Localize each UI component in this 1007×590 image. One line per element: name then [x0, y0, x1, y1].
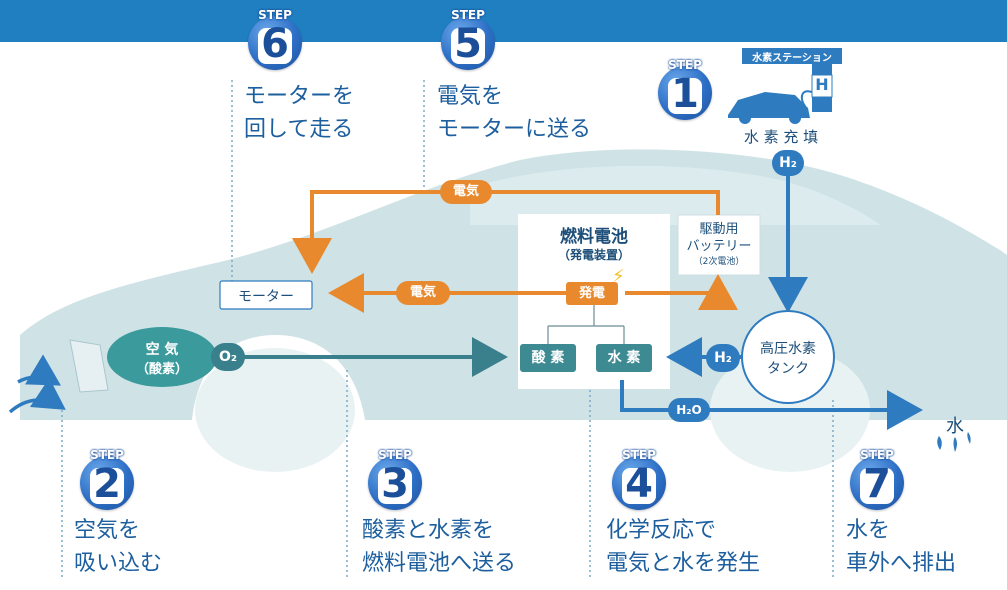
electricity-loop-arrow: [292, 190, 720, 274]
fuel-cell-title: 燃料電池: [560, 227, 628, 247]
step-number: 6: [261, 21, 289, 67]
air-label-1: 空 気: [145, 342, 179, 358]
electricity-to-battery-arrow: [625, 274, 738, 310]
station-caption: 水 素 充 填: [743, 128, 819, 146]
step6-text: モーターを 回して走る: [244, 84, 355, 142]
h2-station-badge: H₂: [772, 150, 804, 176]
lightning-icon: ⚡: [612, 266, 625, 287]
o2-badge: O₂: [211, 343, 245, 371]
hydrogen-chip: 水 素: [596, 344, 652, 372]
step-label: STEP: [90, 448, 124, 462]
station-car-wheel-2: [789, 112, 801, 124]
front-wheel: [195, 348, 355, 472]
h2o-badge: H₂O: [668, 398, 710, 422]
h2-tank-badge: H₂: [706, 344, 740, 372]
battery-line2: バッテリー: [686, 239, 752, 254]
step7-text: 水を 車外へ排出: [846, 518, 957, 576]
oxygen-chip: 酸 素: [520, 344, 576, 372]
step-label: STEP: [860, 448, 894, 462]
fuel-cell-connector: [547, 305, 625, 344]
station-car-icon: [728, 92, 810, 118]
battery-box: [677, 214, 761, 276]
step-label: STEP: [668, 58, 702, 72]
battery-line1: 駆動用: [699, 222, 739, 237]
step5-badge: STEP 5: [437, 8, 501, 72]
step7-badge: STEP 7: [846, 448, 910, 512]
generate-badge: 発電: [566, 282, 618, 305]
top-banner: [0, 0, 1007, 42]
step-number: 1: [671, 71, 699, 117]
battery-line3: （2次電池）: [693, 257, 745, 267]
station-car-wheel: [739, 112, 751, 124]
step-number: 7: [863, 461, 891, 507]
step5-text: 電気を モーターに送る: [437, 84, 592, 142]
step-number: 3: [381, 461, 409, 507]
step-label: STEP: [622, 448, 656, 462]
step-number: 5: [454, 21, 482, 67]
station-roof: [742, 48, 842, 64]
h2o-flow-arrow: [620, 380, 923, 430]
fuel-cell-subtitle: （発電装置）: [557, 248, 630, 262]
step-label: STEP: [258, 8, 292, 22]
motor-box: [219, 280, 313, 310]
car-window: [470, 165, 880, 225]
water-drop-icon: [937, 432, 971, 452]
step-number: 4: [625, 461, 653, 507]
step3-text: 酸素と水素を 燃料電池へ送る: [362, 518, 517, 576]
step6-badge: STEP 6: [244, 8, 308, 72]
step4-text: 化学反応で 電気と水を発生: [606, 518, 761, 576]
step1-badge: STEP 1: [654, 58, 718, 122]
step-number: 2: [93, 461, 121, 507]
tank-line2: タンク: [767, 361, 809, 377]
water-label: 水: [946, 416, 964, 437]
step2-badge: STEP 2: [76, 448, 140, 512]
electricity-top-pill: 電気: [440, 180, 492, 204]
air-node: [107, 327, 217, 387]
station-hose: [800, 90, 813, 107]
air-label-2: （酸素）: [135, 362, 188, 377]
tank-line1: 高圧水素: [760, 341, 816, 357]
step3-badge: STEP 3: [364, 448, 428, 512]
station-letter: H: [815, 75, 829, 94]
step4-badge: STEP 4: [608, 448, 672, 512]
station-pump: [811, 74, 833, 98]
step-label: STEP: [451, 8, 485, 22]
hydrogen-tank: [741, 310, 835, 404]
headlight: [69, 339, 109, 393]
step2-text: 空気を 吸い込む: [74, 518, 163, 576]
motor-label: モーター: [238, 289, 294, 305]
electricity-mid-pill: 電気: [396, 281, 450, 305]
air-intake-icon-2: [8, 377, 66, 414]
step-label: STEP: [378, 448, 412, 462]
station-sign: 水素ステーション: [752, 53, 832, 64]
